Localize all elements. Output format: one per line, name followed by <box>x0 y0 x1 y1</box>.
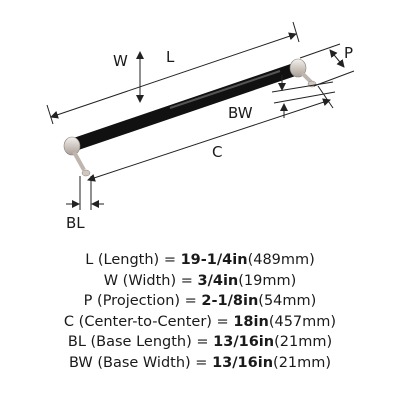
label-base-length: BL <box>66 214 85 232</box>
spec-projection: P (Projection) = 2-1/8in(54mm) <box>83 293 317 310</box>
spec-list: L (Length) = 19-1/4in(489mm) W (Width) =… <box>0 250 400 374</box>
label-center-to-center: C <box>212 143 222 161</box>
left-base <box>81 169 91 177</box>
center-to-center-dimension: C <box>87 85 334 182</box>
label-base-width: BW <box>228 104 253 122</box>
width-dimension: W <box>113 51 144 103</box>
right-post <box>300 71 313 84</box>
handle-diagram: L W P BW C BL <box>46 21 355 232</box>
label-projection: P <box>344 44 353 62</box>
spec-base-length: BL (Base Length) = 13/16in(21mm) <box>67 334 333 351</box>
handle-bar <box>70 62 299 152</box>
label-width: W <box>113 52 128 70</box>
bar-highlight <box>169 70 281 109</box>
spec-center-to-center: C (Center-to-Center) = 18in(457mm) <box>63 313 337 330</box>
left-post <box>72 151 86 171</box>
spec-base-width: BW (Base Width) = 13/16in(21mm) <box>68 354 332 371</box>
spec-length: L (Length) = 19-1/4in(489mm) <box>85 252 315 268</box>
left-end-cap <box>63 136 81 156</box>
base-length-dimension: BL <box>66 176 104 232</box>
projection-dimension: P <box>299 43 355 87</box>
label-length: L <box>166 48 175 66</box>
spec-width: W (Width) = 3/4in(19mm) <box>103 272 297 289</box>
